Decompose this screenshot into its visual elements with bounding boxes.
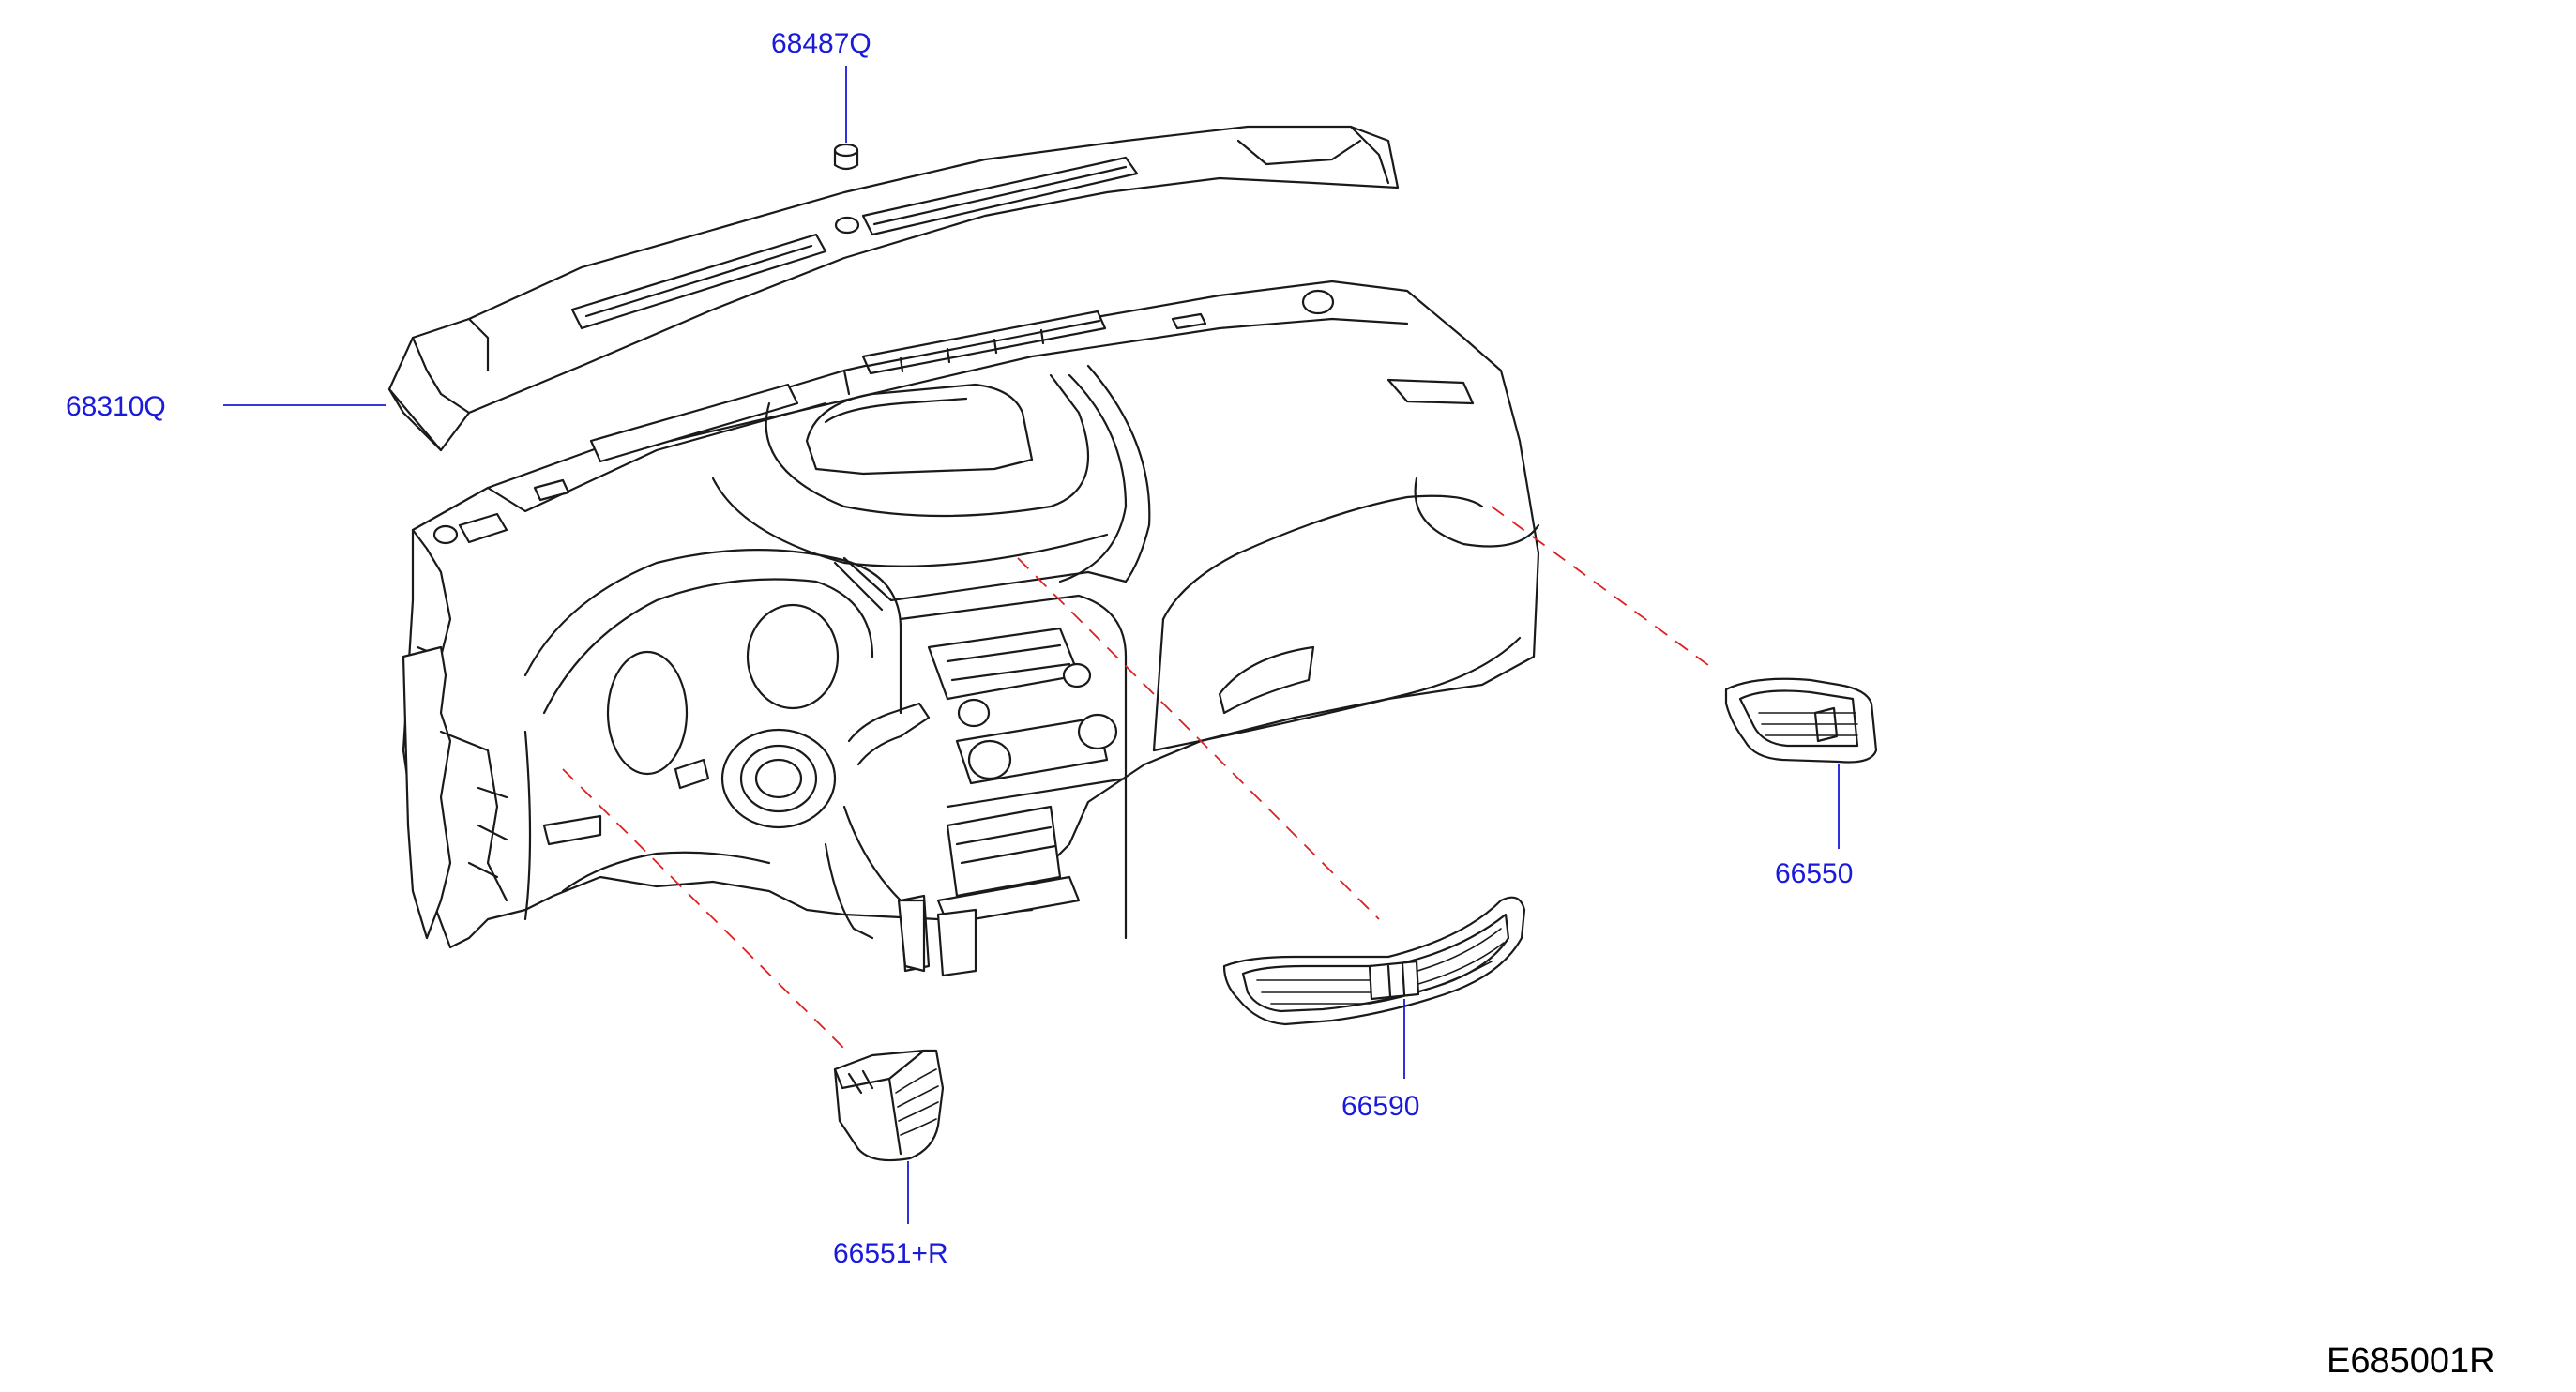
part-number-68310Q[interactable]: 68310Q xyxy=(66,391,166,422)
vent-side-66551-r[interactable] xyxy=(833,1049,945,1162)
instrument-panel-main[interactable] xyxy=(402,280,1540,977)
vent-center-66590[interactable] xyxy=(1222,896,1526,1026)
clip-part[interactable] xyxy=(833,143,859,171)
guide-line-66551-r xyxy=(562,768,845,1050)
vent-right-66550[interactable] xyxy=(1724,677,1878,764)
part-number-66551-r[interactable]: 66551+R xyxy=(833,1238,948,1269)
drawing-code: E685001R xyxy=(2326,1341,2495,1381)
part-number-68487Q[interactable]: 68487Q xyxy=(771,28,871,59)
part-number-66590[interactable]: 66590 xyxy=(1341,1091,1420,1122)
part-number-66550[interactable]: 66550 xyxy=(1775,858,1854,889)
instrument-panel-upper-cover[interactable] xyxy=(387,125,1400,452)
guide-line-66550 xyxy=(1491,506,1713,669)
guide-line-66590 xyxy=(1017,557,1380,920)
